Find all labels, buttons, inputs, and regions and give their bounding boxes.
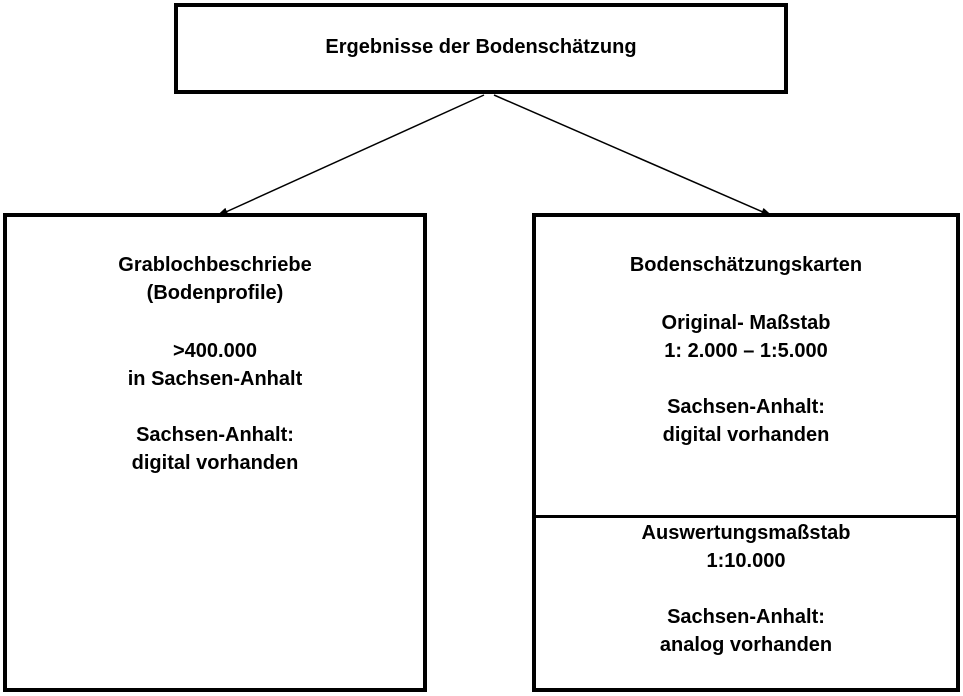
right-sub-status-block: Sachsen-Anhalt: analog vorhanden <box>536 603 956 659</box>
right-sub-title-block: Auswertungsmaßstab 1:10.000 <box>536 519 956 575</box>
right-node-bodenschaetzungskarten: Bodenschätzungskarten Original- Maßstab … <box>532 213 960 692</box>
left-status-line2: digital vorhanden <box>131 452 299 474</box>
left-title-line1: Grablochbeschriebe <box>118 254 312 276</box>
root-node: Ergebnisse der Bodenschätzung <box>174 3 788 94</box>
right-sub-title-line2: 1:10.000 <box>706 550 786 572</box>
right-divider <box>536 515 956 518</box>
left-count-line1: >400.000 <box>173 340 257 362</box>
arrow-to-right-box <box>493 94 773 217</box>
right-title-block: Bodenschätzungskarten <box>536 251 956 279</box>
left-count-block: >400.000 in Sachsen-Anhalt <box>7 337 423 393</box>
left-status-block: Sachsen-Anhalt: digital vorhanden <box>7 421 423 477</box>
left-node-grablochbeschriebe: Grablochbeschriebe (Bodenprofile) >400.0… <box>3 213 427 692</box>
right-sub-status-line2: analog vorhanden <box>659 634 833 656</box>
right-sub-title-line1: Auswertungsmaßstab <box>641 522 851 544</box>
right-scale-line2: 1: 2.000 – 1:5.000 <box>664 340 828 362</box>
right-status-line2: digital vorhanden <box>662 424 830 446</box>
right-sub-status-line1: Sachsen-Anhalt: <box>667 606 825 628</box>
right-status-block: Sachsen-Anhalt: digital vorhanden <box>536 393 956 449</box>
right-title: Bodenschätzungskarten <box>629 254 863 276</box>
right-scale-block: Original- Maßstab 1: 2.000 – 1:5.000 <box>536 309 956 365</box>
left-status-line1: Sachsen-Anhalt: <box>136 424 294 446</box>
left-title-line2: (Bodenprofile) <box>146 282 284 304</box>
right-scale-line1: Original- Maßstab <box>661 312 831 334</box>
root-title: Ergebnisse der Bodenschätzung <box>325 35 637 58</box>
left-title-block: Grablochbeschriebe (Bodenprofile) <box>7 251 423 307</box>
right-status-line1: Sachsen-Anhalt: <box>667 396 825 418</box>
arrow-to-left-box <box>216 94 485 217</box>
left-count-line2: in Sachsen-Anhalt <box>127 368 303 390</box>
